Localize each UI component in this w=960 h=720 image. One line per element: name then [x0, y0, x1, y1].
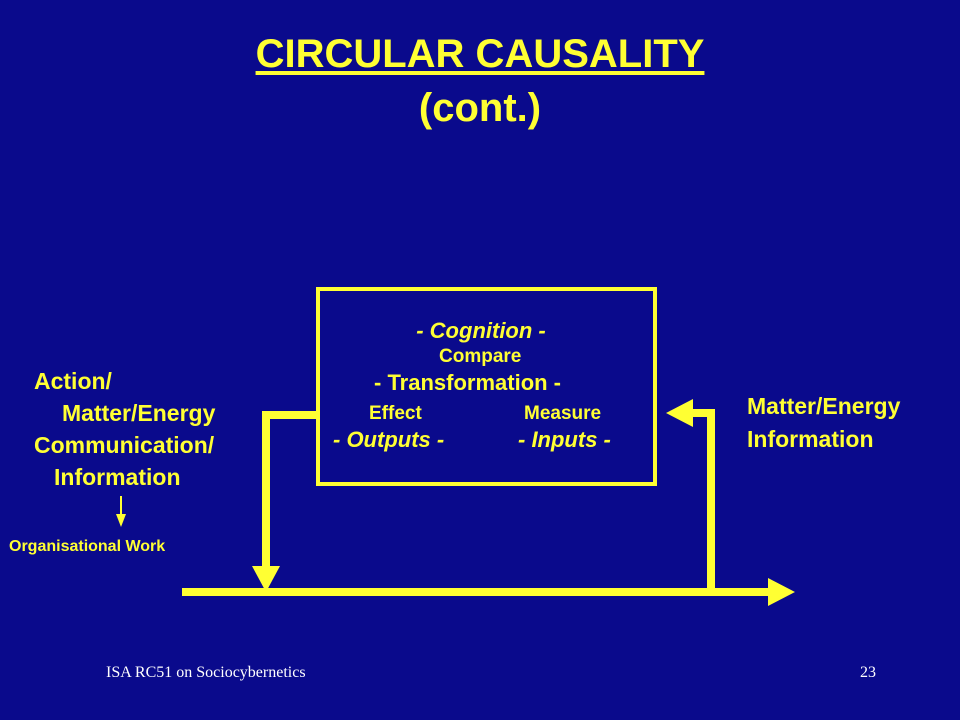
input-arrowhead [666, 399, 693, 427]
right-label-matter-energy: Matter/Energy [747, 393, 901, 419]
output-arrowhead [252, 566, 280, 592]
effect-label: Effect [369, 403, 422, 424]
outputs-label: - Outputs - [333, 427, 445, 452]
organisational-work-label: Organisational Work [9, 538, 166, 555]
left-label-information: Information [54, 464, 181, 490]
left-label-matter-energy: Matter/Energy [62, 400, 216, 426]
slide-title: CIRCULAR CAUSALITY [255, 32, 705, 76]
measure-label: Measure [524, 403, 602, 424]
output-line [262, 411, 316, 572]
transformation-label: - Transformation - [374, 370, 562, 395]
input-line [690, 409, 715, 592]
footer-source: ISA RC51 on Sociocybernetics [106, 664, 306, 681]
right-label-information: Information [747, 426, 874, 452]
environment-arrowhead [768, 578, 795, 606]
left-label-communication: Communication/ [34, 432, 215, 458]
cognition-label: - Cognition - [416, 318, 546, 343]
system-box [316, 287, 657, 486]
left-label-action: Action/ [34, 368, 112, 394]
inputs-label: - Inputs - [518, 427, 611, 452]
work-arrowhead [116, 514, 126, 527]
compare-label: Compare [439, 346, 522, 367]
slide-subtitle: (cont.) [418, 86, 542, 130]
page-number: 23 [860, 664, 876, 681]
